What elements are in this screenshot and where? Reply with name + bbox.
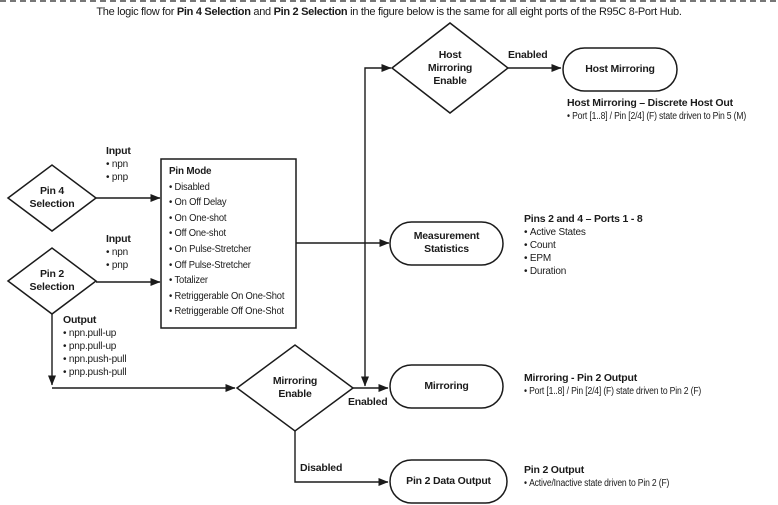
pin-mode-list: Pin Mode Disabled On Off Delay On One-sh… — [169, 164, 284, 320]
pin2-output-npn-pull-up: npn.pull-up — [63, 327, 126, 340]
annotation-measurement-count: Count — [524, 239, 643, 252]
caption-bold-pin2: Pin 2 Selection — [273, 6, 348, 18]
pin-mode-item-on-pulse-stretcher: On Pulse-Stretcher — [169, 242, 284, 258]
pin2-input-pnp: pnp — [106, 259, 131, 272]
mirroring-label: Mirroring — [424, 380, 469, 392]
caption-bold-pin4: Pin 4 Selection — [176, 6, 251, 18]
hme-label-line1: Host — [438, 49, 462, 61]
pin4-input-npn: npn — [106, 158, 131, 171]
pin2-output-npn-push-pull: npn.push-pull — [63, 353, 127, 366]
pin2-input-npn: npn — [106, 246, 131, 259]
pin4-input-list: Input npn pnp — [106, 145, 131, 184]
annotation-mirroring: Mirroring - Pin 2 Output Port [1..8] / P… — [524, 372, 730, 398]
annotation-mirroring-item: Port [1..8] / Pin [2/4] (F) state driven… — [524, 385, 701, 398]
host-mirroring-node — [562, 47, 678, 92]
annotation-measurement-header: Pins 2 and 4 – Ports 1 - 8 — [524, 213, 643, 225]
pin2-output-list: Output npn.pull-up pnp.pull-up npn.push-… — [63, 314, 127, 379]
mirroring-enable-label: Mirroring Enable — [237, 375, 353, 401]
pin4-label-line2: Selection — [29, 198, 75, 210]
pin4-selection-diamond — [6, 164, 98, 232]
hme-label-line3: Enable — [433, 75, 467, 87]
annotation-mirroring-header: Mirroring - Pin 2 Output — [524, 372, 638, 384]
annotation-measurement-duration: Duration — [524, 265, 643, 278]
pin4-label-line1: Pin 4 — [39, 185, 65, 197]
pin2-input-list: Input npn pnp — [106, 233, 131, 272]
caption-text-1: The logic flow for — [96, 6, 177, 18]
pin4-selection-label: Pin 4 Selection — [8, 185, 96, 211]
pin-mode-header: Pin Mode — [169, 165, 212, 177]
edge-label-mirroring-disabled: Disabled — [300, 462, 343, 474]
annotation-pin2-output-header: Pin 2 Output — [524, 464, 585, 476]
pin2-output-header: Output — [63, 314, 97, 326]
annotation-measurement-active-states: Active States — [524, 226, 643, 239]
pin-mode-item-on-off-delay: On Off Delay — [169, 195, 284, 211]
mirroring-enable-diamond — [235, 344, 355, 432]
pin2-label-line2: Selection — [29, 281, 75, 293]
host-mirroring-enable-diamond — [390, 22, 510, 114]
caption-text-2: and — [250, 6, 274, 18]
me-label-line2: Enable — [278, 388, 312, 400]
host-mirroring-label: Host Mirroring — [585, 63, 655, 75]
measurement-statistics-node — [389, 221, 504, 266]
pin2-data-output-label: Pin 2 Data Output — [406, 475, 491, 487]
pin4-input-header: Input — [106, 145, 131, 157]
figure-caption: The logic flow for Pin 4 Selection and P… — [0, 6, 778, 18]
annotation-host-mirroring: Host Mirroring – Discrete Host Out Port … — [567, 97, 775, 123]
annotation-measurement-epm: EPM — [524, 252, 643, 265]
caption-text-3: in the figure below is the same for all … — [347, 6, 682, 18]
pin-mode-item-retrig-on: Retriggerable On One-Shot — [169, 289, 285, 305]
ms-label-line1: Measurement — [413, 230, 480, 242]
pin2-selection-label: Pin 2 Selection — [8, 268, 96, 294]
arrow-disabled-to-pin2-data-output — [294, 431, 389, 486]
pin-mode-item-off-one-shot: Off One-shot — [169, 226, 284, 242]
host-mirroring-enable-label: Host Mirroring Enable — [392, 49, 508, 88]
pin2-input-header: Input — [106, 233, 131, 245]
measurement-statistics-label: Measurement Statistics — [390, 230, 503, 256]
pin-mode-item-totalizer: Totalizer — [169, 273, 284, 289]
pin-mode-item-off-pulse-stretcher: Off Pulse-Stretcher — [169, 258, 284, 274]
hme-label-line2: Mirroring — [427, 62, 473, 74]
annotation-host-mirroring-header: Host Mirroring – Discrete Host Out — [567, 97, 733, 109]
pin2-data-output-node — [389, 459, 508, 504]
pin-mode-item-on-one-shot: On One-shot — [169, 211, 284, 227]
pin4-input-pnp: pnp — [106, 171, 131, 184]
pin-mode-item-disabled: Disabled — [169, 180, 284, 196]
mirroring-node — [389, 364, 504, 409]
annotation-pin2-output: Pin 2 Output Active/Inactive state drive… — [524, 464, 693, 490]
arrow-branch-to-host-mirroring-enable — [364, 64, 392, 243]
edge-label-mirroring-enabled: Enabled — [348, 396, 388, 408]
annotation-measurement: Pins 2 and 4 – Ports 1 - 8 Active States… — [524, 213, 643, 278]
pin2-label-line1: Pin 2 — [39, 268, 65, 280]
pin2-output-pnp-pull-up: pnp.pull-up — [63, 340, 126, 353]
pin-mode-item-retrig-off: Retriggerable Off One-Shot — [169, 304, 285, 320]
pin2-selection-diamond — [6, 247, 98, 315]
annotation-host-mirroring-item: Port [1..8] / Pin [2/4] (F) state driven… — [567, 110, 746, 123]
edge-label-host-enabled: Enabled — [508, 49, 548, 61]
ms-label-line2: Statistics — [424, 243, 469, 255]
me-label-line1: Mirroring — [272, 375, 318, 387]
pin2-output-pnp-push-pull: pnp.push-pull — [63, 366, 127, 379]
annotation-pin2-output-item: Active/Inactive state driven to Pin 2 (F… — [524, 477, 669, 490]
